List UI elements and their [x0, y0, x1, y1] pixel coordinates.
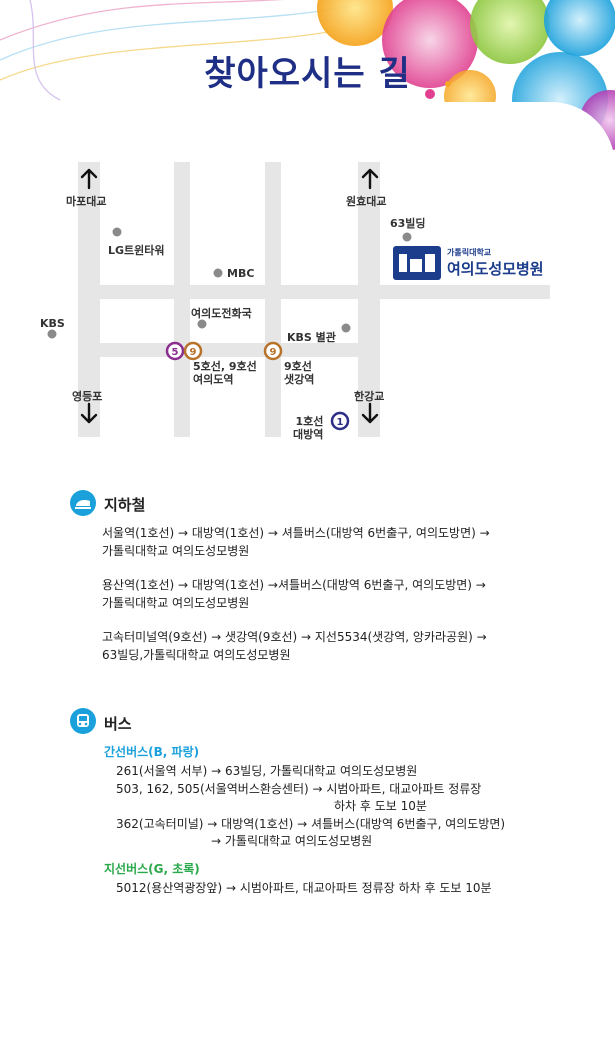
road-vertical-wonhyo	[358, 162, 380, 437]
trunk-bus-title: 간선버스(B, 파랑)	[104, 745, 200, 759]
station-badge-line9-saetgang: 9	[263, 341, 283, 361]
hospital-name: 여의도성모병원	[447, 260, 544, 278]
hospital-name-block: 가톨릭대학교 여의도성모병원	[447, 247, 544, 279]
arrow-down-icon	[80, 402, 98, 424]
station-badge-text: 1	[337, 417, 344, 428]
label-mbc: MBC	[227, 267, 255, 280]
label-yeouido-post: 여의도전화국	[191, 307, 252, 320]
trunk-bus-line: 362(고속터미널) → 대방역(1호선) → 셔틀버스(대방역 6번출구, 여…	[116, 817, 506, 831]
bus-section-title: 버스	[104, 715, 132, 733]
station-badge-line9-yeouido: 9	[183, 341, 203, 361]
bus-icon	[70, 708, 96, 734]
subway-route-2-line-1: 용산역(1호선) → 대방역(1호선) →셔틀버스(대방역 6번출구, 여의도방…	[102, 578, 486, 592]
landmark-dot-63	[402, 232, 412, 242]
arrow-down-icon	[361, 402, 379, 424]
roads	[78, 162, 550, 437]
subway-icon	[70, 490, 96, 516]
label-yeongdeungpo: 영등포	[72, 390, 103, 403]
landmark-dot-lg	[112, 227, 122, 237]
subway-route-3-line-1: 고속터미널역(9호선) → 샛강역(9호선) → 지선5534(샛강역, 앙카라…	[102, 630, 487, 644]
location-map: 5 9 9 1	[47, 162, 550, 437]
label-yeouido-station: 5호선, 9호선 여의도역	[193, 360, 257, 386]
subway-route-1-line-2: 가톨릭대학교 여의도성모병원	[102, 544, 250, 558]
station-badge-text: 5	[172, 347, 179, 358]
arrow-up-icon	[361, 168, 379, 190]
landmark-dots	[47, 227, 412, 339]
label-wonhyo-bridge: 원효대교	[346, 195, 387, 208]
subway-route-1-line-1: 서울역(1호선) → 대방역(1호선) → 셔틀버스(대방역 6번출구, 여의도…	[102, 526, 490, 540]
trunk-bus-line: 503, 162, 505(서울역버스환승센터) → 시범아파트, 대교아파트 …	[116, 782, 482, 796]
landmark-dot-post	[197, 319, 207, 329]
label-mapo-bridge: 마포대교	[66, 195, 107, 208]
station-badge-line1: 1	[330, 411, 350, 431]
trunk-bus-line: → 가톨릭대학교 여의도성모병원	[211, 834, 373, 848]
label-saetgang-station: 9호선 샛강역	[284, 360, 315, 386]
direction-arrows	[80, 168, 379, 424]
subway-route-3-line-2: 63빌딩,가톨릭대학교 여의도성모병원	[102, 648, 291, 662]
label-lg-twin: LG트윈타워	[108, 244, 165, 257]
road-horizontal-top	[78, 285, 550, 299]
road-vertical-mapo	[78, 162, 100, 437]
label-hangang-bridge: 한강교	[354, 390, 385, 403]
arrow-up-icon	[80, 168, 98, 190]
hospital-logo: 가톨릭대학교 여의도성모병원	[393, 246, 544, 280]
station-badge-text: 9	[270, 347, 277, 358]
landmark-dot-kbs-annex	[341, 323, 351, 333]
label-daebang-station: 1호선 대방역	[293, 415, 324, 441]
road-horizontal-bottom	[100, 343, 360, 357]
label-63-building: 63빌딩	[390, 217, 426, 230]
page-title: 찾아오시는 길	[204, 54, 411, 94]
branch-bus-line: 5012(용산역광장앞) → 시범아파트, 대교아파트 정류장 하차 후 도보 …	[116, 881, 492, 895]
landmark-dot-kbs	[47, 329, 57, 339]
trunk-bus-line: 하차 후 도보 10분	[334, 799, 427, 813]
subway-route-2-line-2: 가톨릭대학교 여의도성모병원	[102, 596, 250, 610]
station-badge-text: 9	[190, 347, 197, 358]
road-vertical-right	[265, 162, 281, 437]
station-badge-line5: 5	[165, 341, 185, 361]
label-kbs-annex: KBS 별관	[287, 331, 336, 344]
hospital-emblem-icon	[393, 246, 441, 280]
road-vertical-center	[174, 162, 190, 437]
subway-section-title: 지하철	[104, 496, 146, 514]
content-card	[42, 102, 615, 1037]
landmark-dot-mbc	[213, 268, 223, 278]
hospital-university: 가톨릭대학교	[447, 248, 492, 257]
trunk-bus-line: 261(서울역 서부) → 63빌딩, 가톨릭대학교 여의도성모병원	[116, 764, 418, 778]
label-kbs: KBS	[40, 317, 65, 330]
branch-bus-title: 지선버스(G, 초록)	[104, 862, 200, 876]
